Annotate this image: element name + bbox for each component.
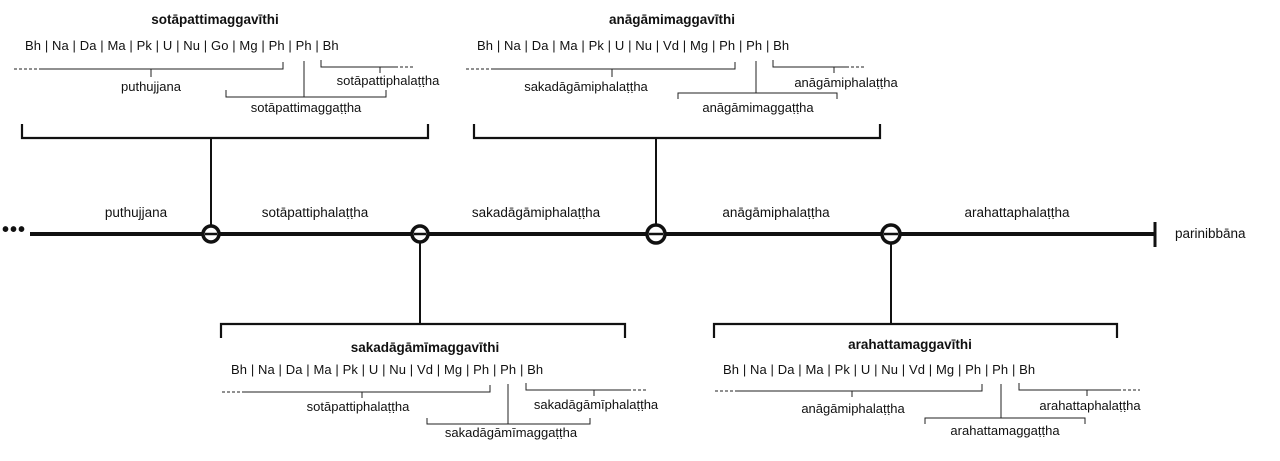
vithi-before-label: puthujjana [121,79,181,94]
vithi-sequence: Bh | Na | Da | Ma | Pk | U | Nu | Vd | M… [231,362,544,377]
end-label-parinibbana: parinibbāna [1175,226,1246,241]
stage-label-puthujjana: puthujjana [104,205,168,220]
stage-label-arahattaphalattha: arahattaphalaṭṭha [964,205,1070,220]
bracket-arahatta [712,322,1119,338]
vithi-magga-label: sotāpattimaggaṭṭha [250,100,362,115]
vithi-magga-label: anāgāmimaggaṭṭha [702,100,814,115]
bracket-anagami [472,124,882,140]
sub-brackets-anagami [466,60,866,99]
vithi-magga-label: arahattamaggaṭṭha [950,423,1060,438]
vithi-before-label: sakadāgāmiphalaṭṭha [524,79,648,94]
vithi-sequence: Bh | Na | Da | Ma | Pk | U | Nu | Vd | M… [477,38,790,53]
vithi-title: sotāpattimaggavīthi [151,12,279,27]
bracket-sakadagami [219,322,627,338]
stage-label-sakadagamiphalattha: sakadāgāmiphalaṭṭha [471,205,601,220]
stage-label-anagamiphalattha: anāgāmiphalaṭṭha [722,205,830,220]
sub-brackets-arahatta [715,383,1140,424]
vithi-before-label: anāgāmiphalaṭṭha [801,401,905,416]
vithi-title: sakadāgāmīmaggavīthi [350,340,500,355]
stage-label-sotapattiphalattha: sotāpattiphalaṭṭha [261,205,369,220]
vithi-magga-label: sakadāgāmīmaggaṭṭha [444,425,578,440]
vithi-before-label: sotāpattiphalaṭṭha [306,399,410,414]
sub-brackets-sakadagami [222,383,646,425]
vithi-title: arahattamaggavīthi [848,337,972,352]
bracket-sotapatti [20,124,430,140]
vithi-after-label: sotāpattiphalaṭṭha [336,73,440,88]
vithi-title: anāgāmimaggavīthi [608,12,736,27]
vithi-after-label: anāgāmiphalaṭṭha [794,75,898,90]
sub-brackets-sotapatti [14,60,413,98]
vithi-sequence: Bh | Na | Da | Ma | Pk | U | Nu | Go | M… [25,38,339,53]
vithi-after-label: arahattaphalaṭṭha [1039,398,1141,413]
vithi-sequence: Bh | Na | Da | Ma | Pk | U | Nu | Vd | M… [723,362,1036,377]
timeline-start-marker: ••• [2,219,27,241]
vithi-after-label: sakadāgāmīphalaṭṭha [533,397,659,412]
